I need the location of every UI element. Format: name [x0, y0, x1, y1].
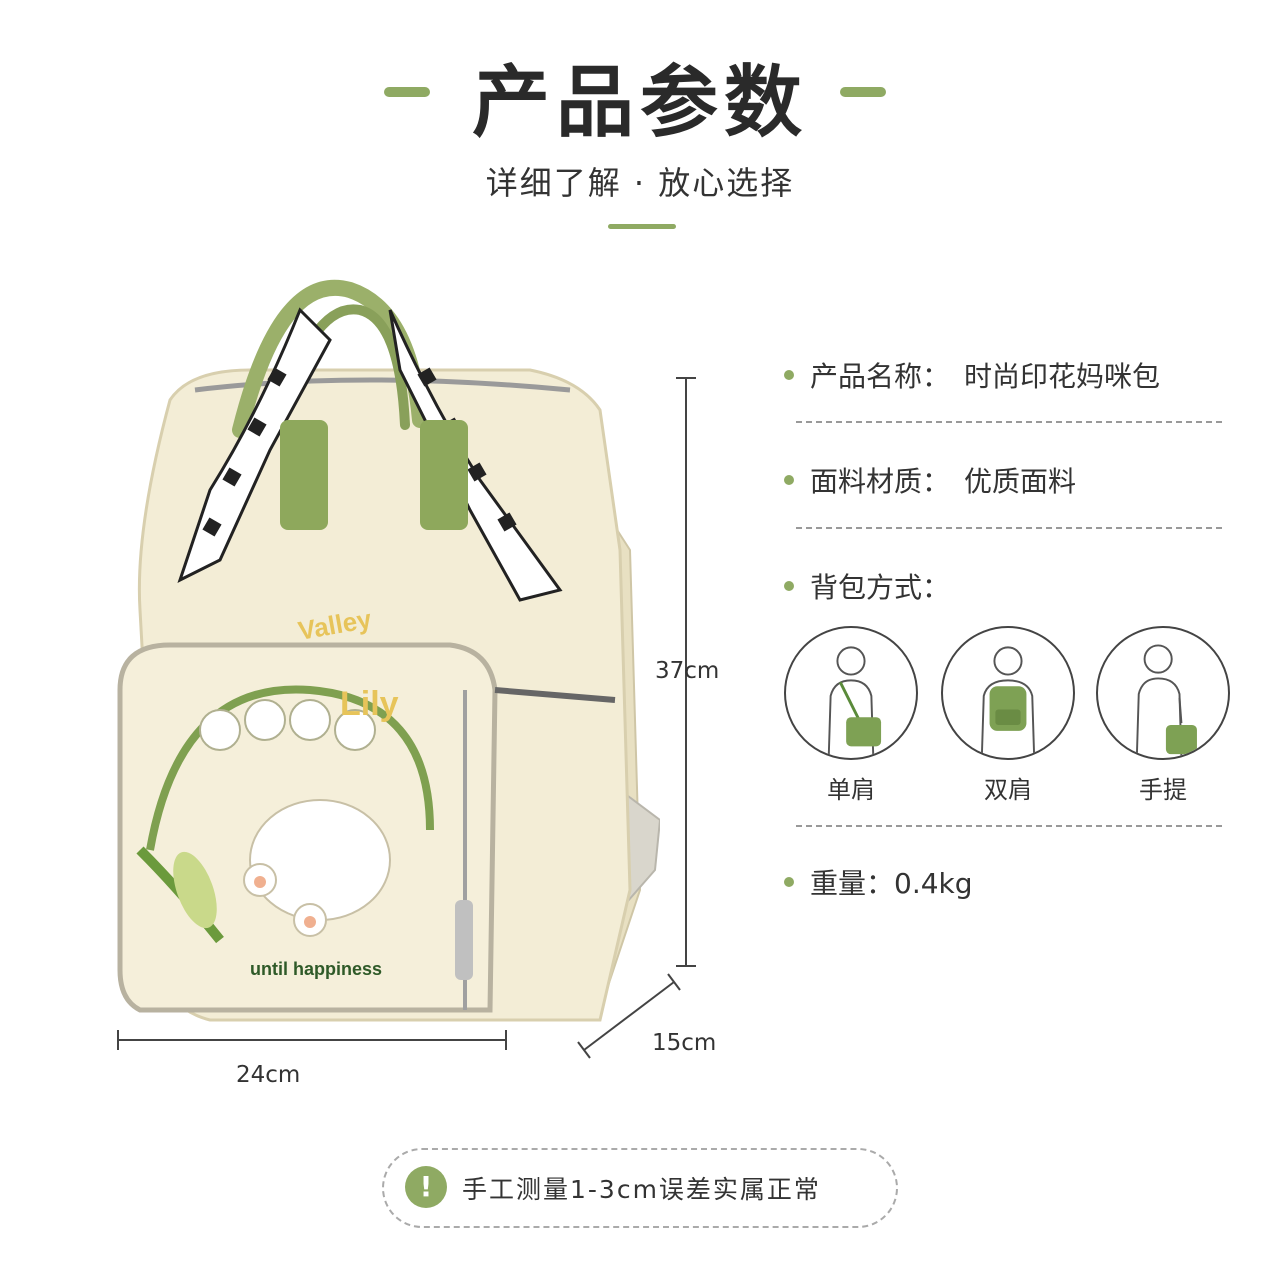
height-dimension-label: 37cm	[655, 658, 720, 684]
spec-product-name: 产品名称： 时尚印花妈咪包	[784, 355, 1160, 395]
backpack-icon	[941, 626, 1075, 760]
carry-option-label: 单肩	[827, 776, 875, 804]
page-title: 产品参数	[471, 58, 808, 148]
page-subtitle: 详细了解 · 放心选择	[485, 164, 795, 202]
carry-option-label: 手提	[1139, 776, 1187, 804]
spec-weight-value: 0.4kg	[894, 867, 973, 900]
handbag-icon	[1096, 626, 1230, 760]
bullet-dot	[784, 370, 794, 380]
dimension-lines	[117, 377, 696, 1059]
title-dash-right	[840, 87, 886, 97]
bullet-dot	[784, 581, 794, 591]
bag-print-lily: Lily	[340, 685, 399, 723]
spec-material-label: 面料材质：	[810, 465, 951, 498]
spec-divider	[796, 825, 1222, 827]
spec-name-value: 时尚印花妈咪包	[964, 360, 1161, 393]
depth-dimension-label: 15cm	[652, 1030, 717, 1056]
shoulder-bag-icon	[784, 626, 918, 760]
spec-material: 面料材质： 优质面料	[784, 460, 1076, 500]
spec-weight-label: 重量：	[810, 867, 895, 900]
spec-divider	[796, 527, 1222, 529]
spec-weight: 重量：0.4kg	[784, 862, 973, 902]
measurement-note	[382, 1148, 898, 1228]
exclamation-icon: !	[405, 1166, 447, 1208]
carry-option-label: 双肩	[984, 776, 1032, 804]
bag-print-until-happiness: until happiness	[250, 959, 382, 979]
backpack-image: Lily Valley until happiness	[117, 279, 660, 1022]
spec-carry-method: 背包方式：	[784, 566, 950, 606]
measurement-note-text: 手工测量1-3cm误差实属正常	[462, 1175, 821, 1204]
subtitle-underline	[608, 224, 676, 229]
spec-material-value: 优质面料	[964, 465, 1077, 498]
width-dimension-label: 24cm	[236, 1062, 301, 1088]
bullet-dot	[784, 475, 794, 485]
bullet-dot	[784, 877, 794, 887]
spec-carry-label: 背包方式：	[810, 571, 951, 604]
spec-name-label: 产品名称：	[810, 360, 951, 393]
title-dash-left	[384, 87, 430, 97]
spec-divider	[796, 421, 1222, 423]
